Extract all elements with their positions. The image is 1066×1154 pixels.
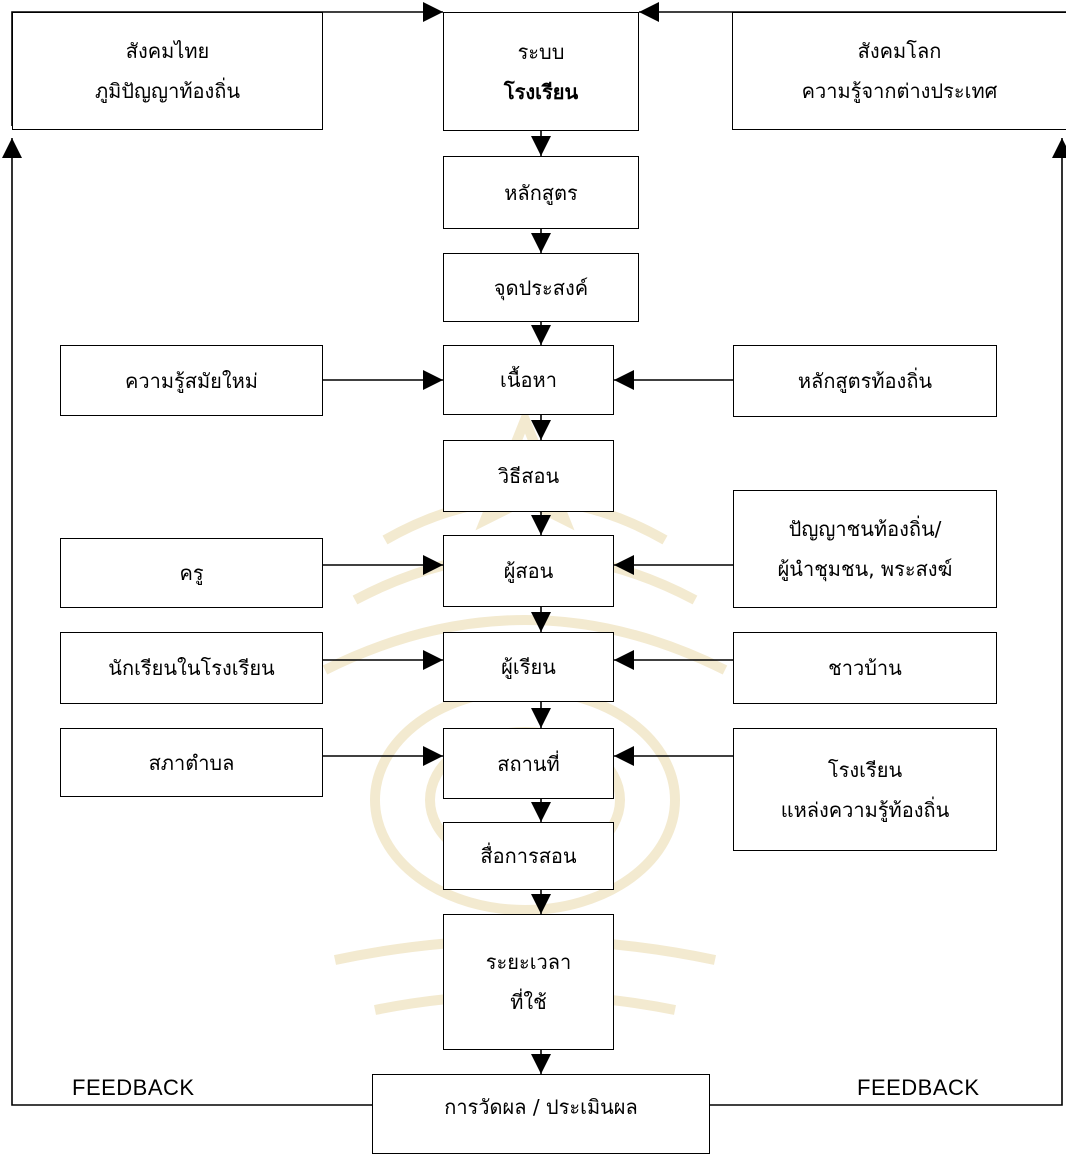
thai-society-label: สังคมไทย [125,39,210,63]
learner-label: ผู้เรียน [501,655,556,679]
objectives-box: จุดประสงค์ [443,253,639,322]
time-used-box: ระยะเวลา ที่ใช้ [443,914,614,1050]
thai-society-box: สังคมไทย ภูมิปัญญาท้องถิ่น [12,12,323,130]
system-label: ระบบ [517,39,565,64]
instructor-box: ผู้สอน [443,535,614,607]
curriculum-box: หลักสูตร [443,156,639,229]
place-box: สถานที่ [443,728,614,799]
instructor-label: ผู้สอน [503,559,554,583]
feedback-left-label: FEEDBACK [72,1075,195,1100]
teaching-method-box: วิธีสอน [443,440,614,512]
local-curriculum-box: หลักสูตรท้องถิ่น [733,345,997,417]
subdistrict-council-label: สภาตำบล [148,750,235,775]
teaching-media-box: สื่อการสอน [443,822,614,890]
local-wisdom-label: ภูมิปัญญาท้องถิ่น [94,79,241,103]
curriculum-label: หลักสูตร [504,180,578,205]
world-society-box: สังคมโลก ความรู้จากต่างประเทศ [732,12,1066,130]
school-right-label: โรงเรียน [827,757,903,782]
teaching-method-label: วิธีสอน [497,464,560,488]
modern-knowledge-label: ความรู้สมัยใหม่ [124,368,258,393]
villagers-label: ชาวบ้าน [828,656,902,680]
school-local-sources-box: โรงเรียน แหล่งความรู้ท้องถิ่น [733,728,997,851]
local-experts-box: ปัญญาชนท้องถิ่น/ ผู้นำชุมชน, พระสงฆ์ [733,490,997,608]
learner-box: ผู้เรียน [443,632,614,702]
foreign-knowledge-label: ความรู้จากต่างประเทศ [801,79,998,103]
modern-knowledge-box: ความรู้สมัยใหม่ [60,345,323,416]
used-label: ที่ใช้ [510,990,547,1014]
feedback-right-label: FEEDBACK [857,1075,980,1100]
community-leaders-label: ผู้นำชุมชน, พระสงฆ์ [777,557,953,581]
students-label: นักเรียนในโรงเรียน [108,656,275,680]
school-system-box: ระบบ โรงเรียน [443,12,639,131]
teaching-media-label: สื่อการสอน [480,844,577,868]
time-label: ระยะเวลา [485,950,572,974]
teacher-box: ครู [60,538,323,608]
place-label: สถานที่ [497,751,560,776]
objectives-label: จุดประสงค์ [493,275,589,300]
local-curriculum-label: หลักสูตรท้องถิ่น [797,369,933,393]
evaluation-label: การวัดผล / ประเมินผล [444,1095,638,1119]
local-sources-label: แหล่งความรู้ท้องถิ่น [780,797,950,822]
content-box: เนื้อหา [443,345,614,415]
evaluation-box: การวัดผล / ประเมินผล [372,1074,710,1154]
students-box: นักเรียนในโรงเรียน [60,632,323,704]
subdistrict-council-box: สภาตำบล [60,728,323,797]
school-label: โรงเรียน [503,79,579,104]
local-intellectuals-label: ปัญญาชนท้องถิ่น/ [788,517,942,541]
villagers-box: ชาวบ้าน [733,632,997,704]
world-society-label: สังคมโลก [857,39,942,63]
teacher-label: ครู [179,561,204,585]
content-label: เนื้อหา [500,368,557,392]
